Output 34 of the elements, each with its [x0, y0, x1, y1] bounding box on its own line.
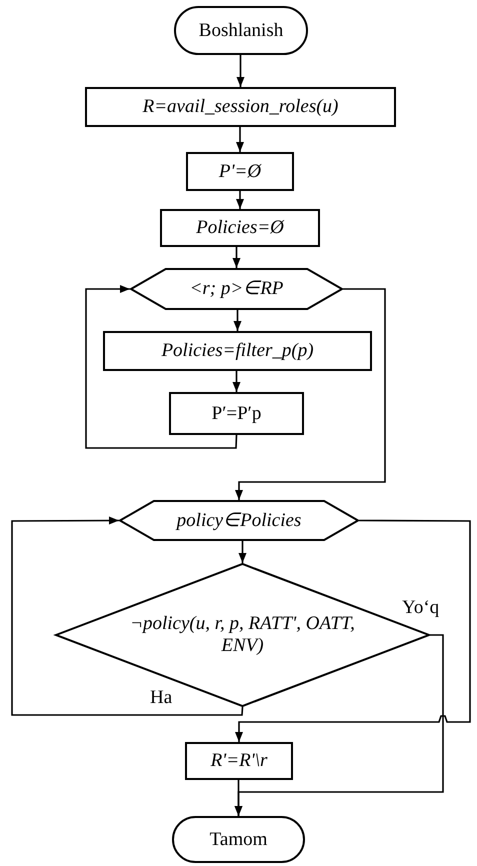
node-label: Boshlanish — [198, 20, 284, 42]
process-box — [85, 87, 396, 127]
terminal-box — [172, 816, 305, 863]
arrow — [238, 541, 246, 563]
arrow — [236, 55, 244, 87]
node-label: R'=R'\r — [210, 750, 268, 772]
node-label: <r; p>∈RP — [190, 278, 284, 300]
loop-hexagon — [119, 500, 359, 541]
process-box — [160, 209, 320, 247]
node-label: Tamom — [210, 828, 268, 850]
process-box — [186, 152, 294, 191]
node-label: R=avail_session_roles(u) — [142, 96, 338, 118]
node-label: policy∈Policies — [176, 510, 302, 532]
loop-hexagon — [130, 268, 343, 310]
arrow — [236, 127, 244, 152]
node-label: Policies=filter_p(p) — [161, 340, 314, 362]
node-label: P′=P′p — [212, 402, 262, 424]
arrow — [85, 285, 238, 449]
arrow — [235, 520, 471, 742]
node-label: ¬policy(u, r, p, RATT', OATT, ENV) — [129, 613, 356, 657]
process-box — [103, 331, 372, 371]
process-box — [185, 742, 293, 780]
process-box — [169, 392, 304, 435]
arrow — [232, 371, 240, 392]
arrow — [234, 780, 242, 816]
arrow — [11, 516, 244, 716]
node-label: P'=Ø — [218, 160, 262, 182]
arrow — [234, 310, 242, 331]
node-label: Policies=Ø — [196, 217, 284, 239]
terminal-box — [174, 6, 308, 55]
arrow — [232, 247, 240, 268]
arrow — [236, 191, 244, 209]
edge-label: Yo‘q — [400, 598, 442, 619]
arrow — [235, 288, 386, 500]
